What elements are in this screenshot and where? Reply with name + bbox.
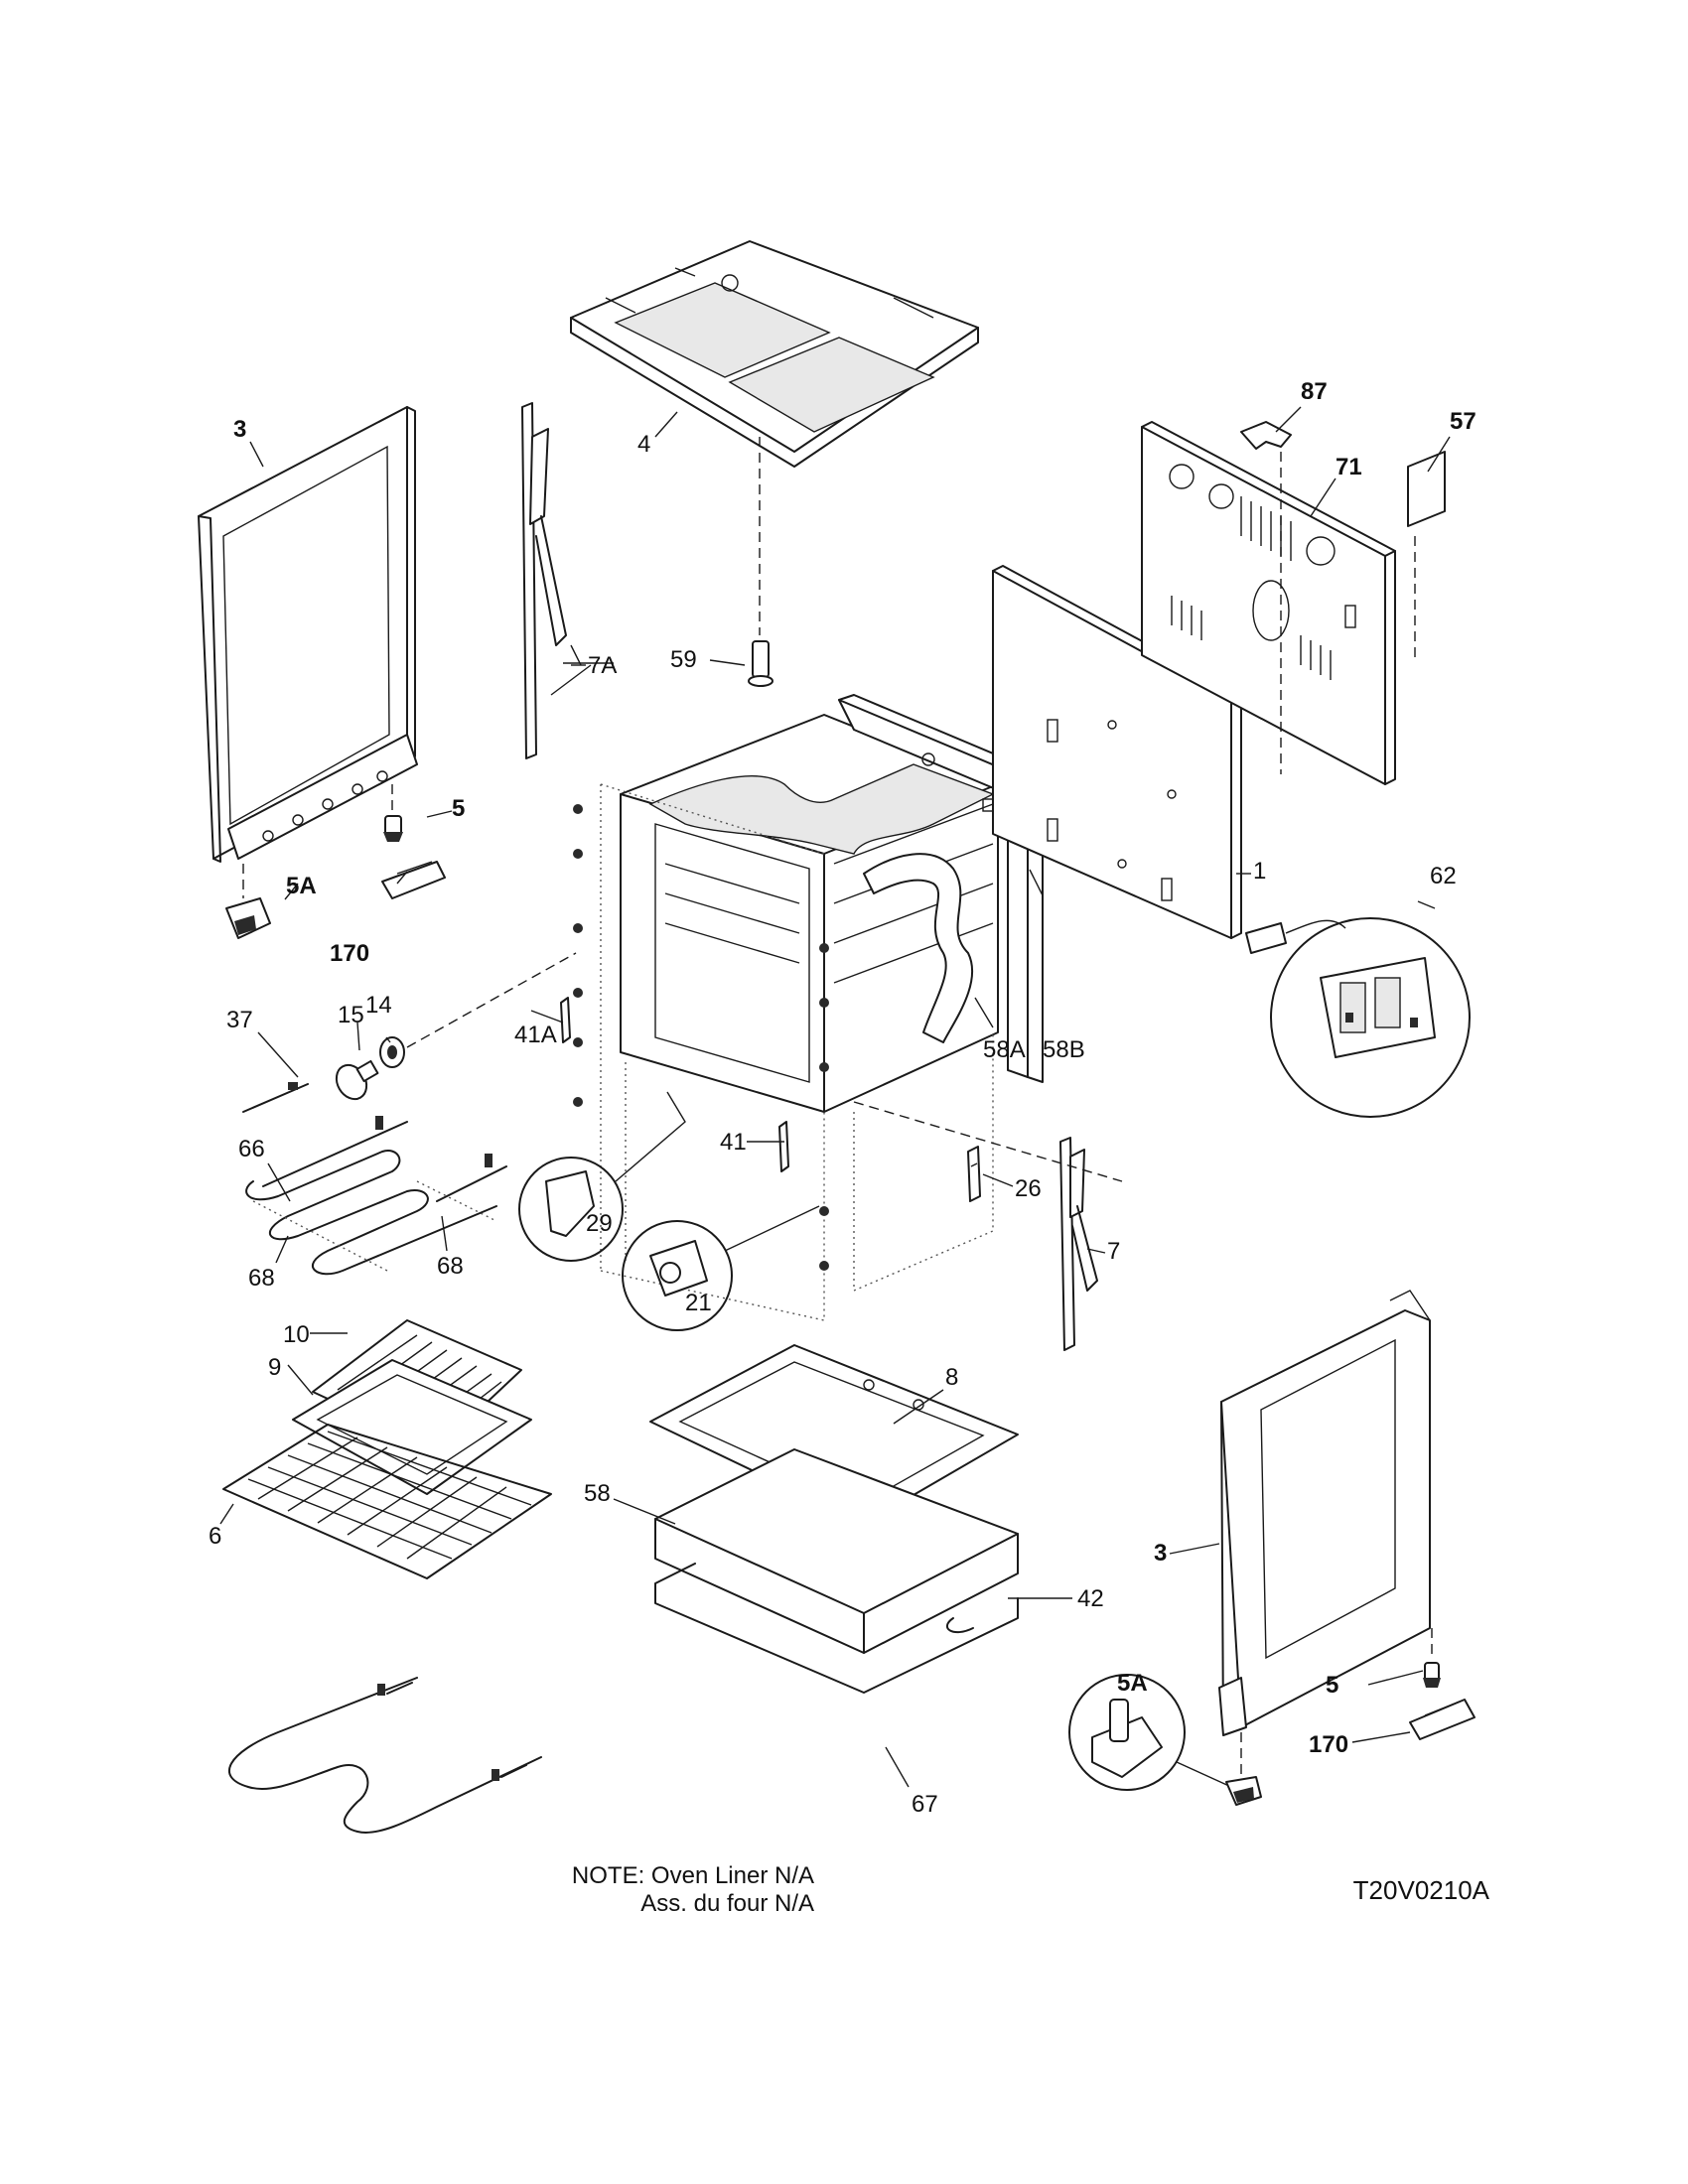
label-7: 7 (1107, 1238, 1120, 1265)
label-6: 6 (209, 1523, 221, 1550)
label-4: 4 (637, 431, 650, 458)
label-67: 67 (912, 1791, 938, 1818)
label-42: 42 (1077, 1585, 1104, 1612)
note-line-2: Ass. du four N/A (640, 1890, 814, 1917)
label-58A: 58A (983, 1036, 1026, 1063)
label-71: 71 (1336, 454, 1362, 480)
label-68-right: 68 (437, 1253, 464, 1280)
part-71-rear-panel[interactable] (1141, 421, 1396, 785)
part-41A-bracket[interactable] (560, 997, 571, 1043)
part-21-clip-callout[interactable] (622, 1205, 820, 1331)
label-1: 1 (1253, 858, 1266, 885)
part-15-light-bulb[interactable] (331, 1059, 379, 1104)
part-5A-leveling-leg-left[interactable] (225, 897, 271, 939)
part-7-rack-support-right[interactable] (1059, 1137, 1098, 1351)
part-170-hinge-left[interactable] (381, 861, 446, 899)
part-87-bracket[interactable] (1240, 421, 1292, 450)
part-4-top-panel[interactable] (570, 240, 979, 468)
part-170-hinge-right[interactable] (1409, 1699, 1476, 1740)
part-labels: 3 4 7A 59 5 5A 170 15 14 37 41A 41 66 68… (209, 378, 1477, 1818)
label-59: 59 (670, 646, 697, 673)
part-67-bake-element[interactable] (227, 1677, 542, 1834)
label-5-left: 5 (452, 795, 465, 822)
label-170-right: 170 (1309, 1731, 1348, 1758)
label-58B: 58B (1043, 1036, 1085, 1063)
part-6-oven-rack[interactable] (222, 1424, 552, 1579)
label-3-right: 3 (1154, 1540, 1167, 1567)
part-3-right-door[interactable] (1218, 1290, 1431, 1736)
part-5-hinge-screw-left[interactable] (383, 815, 403, 842)
label-10: 10 (283, 1321, 310, 1348)
leader-lines (219, 406, 1451, 1788)
label-5A-left: 5A (286, 873, 317, 899)
assembly-line-right (1280, 452, 1416, 774)
label-14: 14 (365, 992, 392, 1019)
drawing-code: T20V0210A (1352, 1875, 1489, 1905)
part-57-cover-plate[interactable] (1407, 451, 1446, 527)
part-37-sensor[interactable] (242, 1082, 309, 1113)
label-21: 21 (685, 1290, 712, 1316)
label-62: 62 (1430, 863, 1457, 889)
label-58: 58 (584, 1480, 611, 1507)
part-14-lamp-socket[interactable] (379, 1036, 405, 1068)
part-58A-insulation[interactable] (863, 853, 974, 1043)
label-170-left: 170 (330, 940, 369, 967)
part-5A-leveling-leg-callout[interactable] (1068, 1674, 1262, 1806)
assembly-line-door-right (1240, 1628, 1433, 1777)
part-41-bracket[interactable] (778, 1121, 789, 1172)
part-29-clip-callout[interactable] (518, 1091, 686, 1262)
label-57: 57 (1450, 408, 1477, 435)
part-26-bracket[interactable] (967, 1146, 981, 1202)
label-41A: 41A (514, 1022, 557, 1048)
part-3-left-door[interactable] (198, 406, 418, 863)
assembly-line-door-left (242, 784, 393, 898)
note-line-1: NOTE: Oven Liner N/A (571, 1862, 814, 1889)
assembly-line-68 (252, 1180, 497, 1272)
part-5-hinge-screw-right[interactable] (1423, 1662, 1441, 1688)
label-26: 26 (1015, 1175, 1042, 1202)
label-3-left: 3 (233, 416, 246, 443)
part-58-bottom-insulation[interactable] (654, 1448, 1019, 1654)
label-37: 37 (226, 1007, 253, 1033)
label-9: 9 (268, 1354, 281, 1381)
label-7A: 7A (588, 652, 617, 679)
note-block: NOTE: Oven Liner N/A Ass. du four N/A (556, 1862, 814, 1918)
assembly-line-lamp (406, 952, 577, 1048)
label-5A-right: 5A (1117, 1670, 1148, 1697)
part-7A-rack-support-left[interactable] (521, 402, 567, 759)
part-42-bottom-tray[interactable] (654, 1563, 1019, 1694)
cavity-screws (573, 804, 829, 1271)
label-41: 41 (720, 1129, 747, 1156)
label-5-right: 5 (1326, 1672, 1338, 1699)
label-87: 87 (1301, 378, 1328, 405)
part-66-broil-element[interactable] (245, 1116, 507, 1276)
label-68-left: 68 (248, 1265, 275, 1292)
part-62-terminal-block[interactable] (1245, 917, 1471, 1118)
label-29: 29 (586, 1210, 613, 1237)
part-9-broil-pan[interactable] (292, 1359, 532, 1495)
oven-cavity-assembly[interactable] (600, 714, 999, 1321)
label-15: 15 (338, 1002, 364, 1028)
label-66: 66 (238, 1136, 265, 1162)
label-8: 8 (945, 1364, 958, 1391)
